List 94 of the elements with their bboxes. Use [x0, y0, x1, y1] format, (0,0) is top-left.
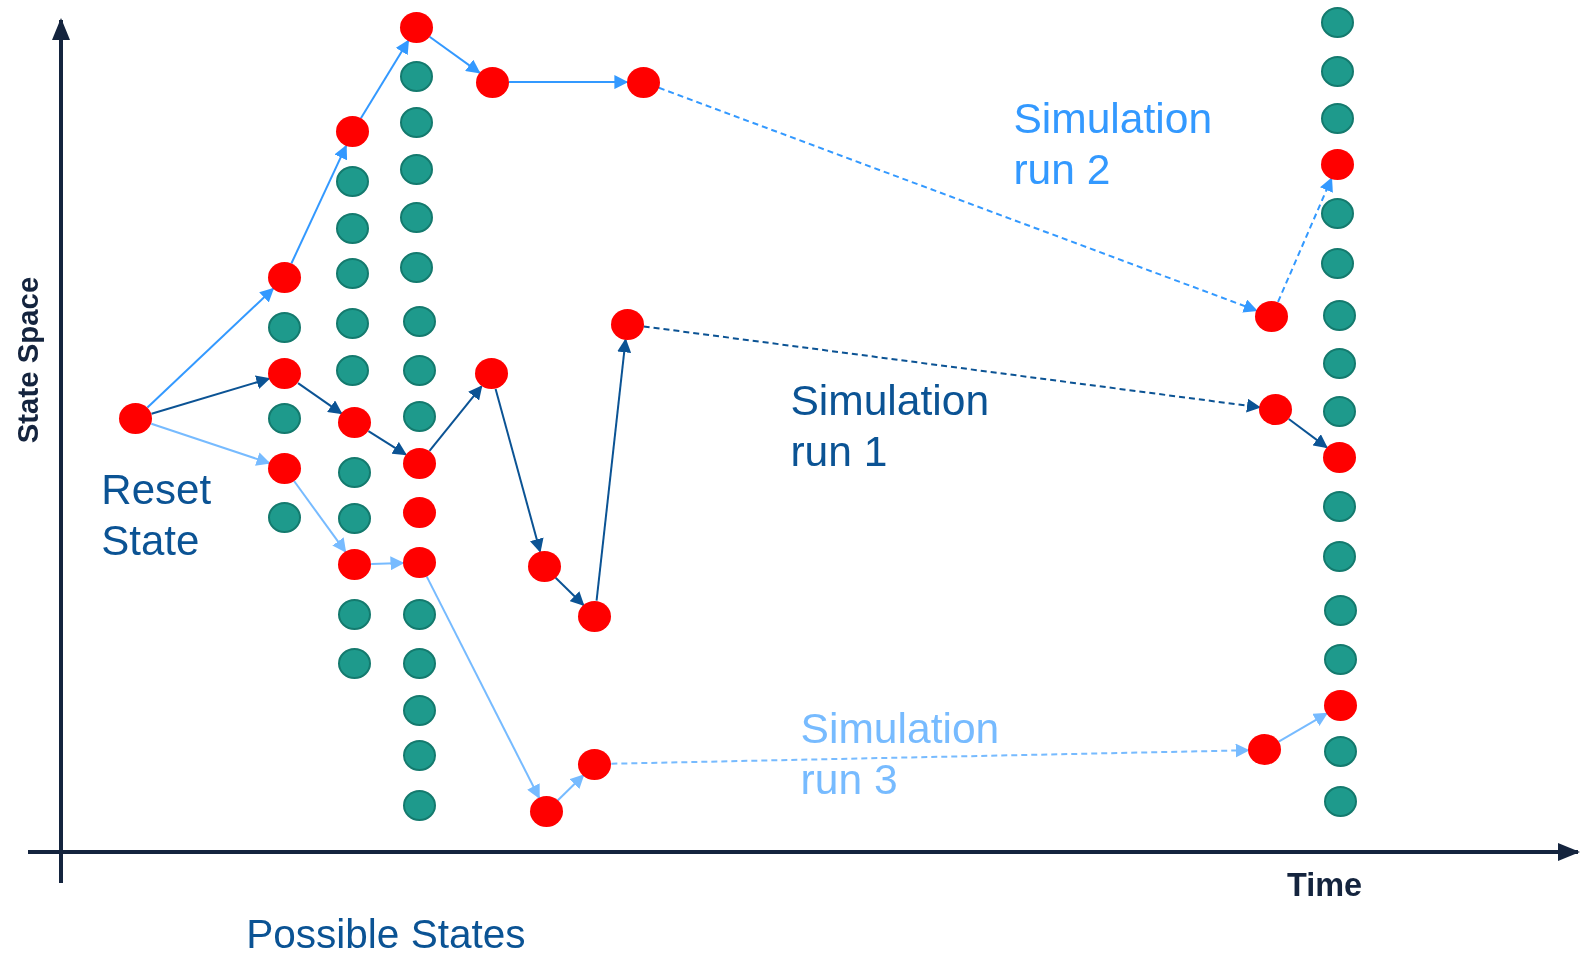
possible-state-dot: [268, 311, 302, 343]
possible-state-dot: [403, 740, 437, 772]
arrow: [425, 575, 541, 799]
arrow: [370, 556, 405, 571]
possible-state-dot: [1321, 56, 1355, 88]
active-state-dot: [400, 11, 433, 43]
possible-state-dot: [1323, 299, 1357, 331]
possible-state-dot: [403, 648, 437, 680]
possible-state-dot: [1323, 491, 1357, 523]
active-state-dot: [1255, 300, 1289, 332]
possible-state-dot: [1321, 198, 1355, 230]
arrow: [657, 86, 1258, 313]
active-state-dot: [1259, 393, 1293, 425]
possible-state-dot: [403, 790, 437, 822]
active-state-dot: [338, 407, 372, 439]
possible-state-dot: [336, 307, 370, 339]
active-state-dot: [403, 497, 437, 529]
arrow: [359, 39, 410, 120]
arrow: [150, 375, 271, 415]
active-state-dot: [475, 358, 508, 390]
arrow: [1277, 712, 1328, 743]
possible-state-dot: [403, 694, 437, 726]
run-label: Simulation run 2: [1013, 93, 1214, 196]
possible-state-dot: [400, 107, 433, 139]
possible-state-dot: [400, 202, 433, 234]
possible-state-dot: [1324, 594, 1358, 626]
run-label: Simulation run 1: [790, 374, 991, 477]
possible-state-dot: [400, 153, 433, 185]
active-state-dot: [119, 403, 153, 435]
arrow: [595, 338, 632, 602]
possible-state-dot: [338, 456, 372, 488]
active-state-dot: [476, 66, 509, 98]
active-state-dot: [1321, 148, 1355, 180]
active-state-dot: [529, 796, 563, 828]
active-state-dot: [336, 116, 370, 148]
possible-state-dot: [338, 648, 372, 680]
possible-state-dot: [1324, 644, 1358, 676]
arrow: [428, 385, 483, 452]
active-state-dot: [527, 551, 561, 582]
possible-state-dot: [338, 503, 372, 535]
possible-state-dot: [1321, 103, 1355, 135]
possible-state-dot: [336, 165, 370, 197]
arrow: [642, 325, 1261, 413]
active-state-dot: [610, 308, 644, 340]
possible-state-dot: [403, 355, 437, 387]
possible-state-dot: [403, 401, 437, 432]
possible-state-dot: [400, 252, 433, 284]
run-label: Simulation run 3: [800, 703, 1001, 806]
active-state-dot: [403, 447, 437, 479]
possible-state-dot: [403, 598, 437, 630]
arrow: [293, 480, 347, 553]
possible-state-dot: [403, 305, 437, 337]
arrow: [610, 743, 1250, 765]
possible-state-dot: [1323, 348, 1357, 380]
state-label: Reset State: [101, 465, 213, 566]
arrow: [556, 774, 585, 802]
arrow: [508, 75, 629, 90]
possible-state-dot: [1321, 6, 1355, 38]
possible-state-dot: [336, 212, 370, 244]
arrow: [1277, 177, 1333, 303]
active-state-dot: [268, 452, 302, 484]
active-state-dot: [1323, 441, 1357, 473]
active-state-dot: [338, 548, 372, 580]
possible-state-dot: [1321, 247, 1355, 279]
active-state-dot: [268, 358, 302, 390]
arrow: [428, 35, 481, 74]
possible-state-dot: [268, 403, 302, 435]
arrow: [146, 287, 275, 409]
active-state-dot: [1324, 689, 1358, 721]
possible-state-dot: [1324, 736, 1358, 768]
axis-title: State Space: [10, 276, 46, 443]
arrow: [290, 144, 348, 265]
possible-state-dot: [336, 258, 370, 290]
possible-state-dot: [336, 355, 370, 387]
arrow: [150, 422, 271, 466]
possible-state-dot: [1324, 786, 1358, 818]
arrow: [554, 576, 585, 606]
possible-state-dot: [1323, 395, 1357, 427]
arrow: [494, 387, 544, 553]
active-state-dot: [1248, 734, 1282, 766]
possible-state-dot: [338, 598, 372, 630]
active-state-dot: [268, 262, 302, 294]
active-state-dot: [578, 600, 612, 632]
axis-title: Time: [1287, 866, 1364, 906]
possible-state-dot: [400, 60, 433, 92]
axis-title: Possible States: [246, 910, 527, 957]
active-state-dot: [403, 546, 437, 578]
arrow: [1287, 418, 1328, 449]
possible-state-dot: [1323, 540, 1357, 572]
possible-state-dot: [268, 502, 302, 534]
active-state-dot: [627, 66, 660, 98]
arrow: [367, 430, 407, 456]
arrow: [297, 382, 343, 415]
active-state-dot: [578, 748, 612, 780]
